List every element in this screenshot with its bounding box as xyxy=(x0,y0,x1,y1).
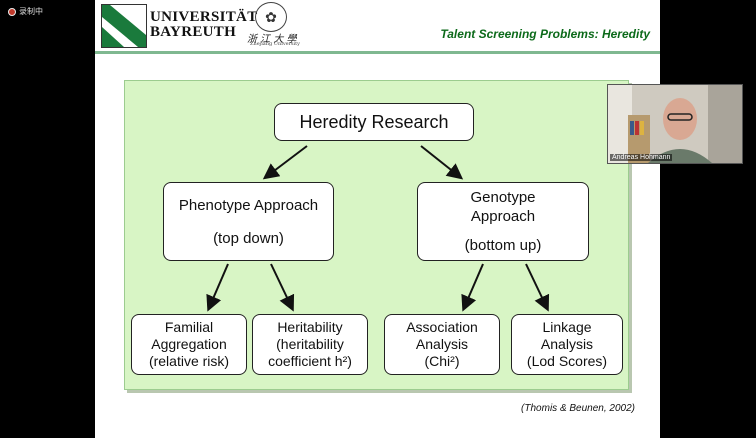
node-genotype-approach: Genotype Approach (bottom up) xyxy=(417,182,589,261)
node-heredity-research-label: Heredity Research xyxy=(299,112,449,132)
leaf-line3: (Chi²) xyxy=(424,353,460,369)
participant-name: Andreas Hohmann xyxy=(610,154,673,161)
leaf-line1: Linkage xyxy=(542,319,592,335)
leaf-line2: Aggregation xyxy=(151,336,227,352)
genotype-line3: (bottom up) xyxy=(464,237,542,254)
leaf-line2: Analysis xyxy=(540,336,594,352)
arrow-genotype-to-association xyxy=(461,263,484,312)
zhejiang-seal-icon: ✿ xyxy=(255,2,287,32)
partner-name-en: Zhejiang University xyxy=(250,41,300,47)
leaf-line3: coefficient h²) xyxy=(268,353,352,369)
arrow-root-to-phenotype xyxy=(262,145,308,180)
node-heredity-research: Heredity Research xyxy=(274,103,474,141)
partner-name-cn: 浙 江 大 學 xyxy=(247,34,297,45)
leaf-line2: (heritability xyxy=(276,336,344,352)
phenotype-line1: Phenotype Approach xyxy=(178,196,319,214)
node-heritability: Heritability (heritability coefficient h… xyxy=(252,314,368,375)
bayreuth-logo-icon xyxy=(102,5,146,47)
arrow-genotype-to-linkage xyxy=(525,263,550,312)
leaf-line3: (Lod Scores) xyxy=(526,353,608,369)
node-familial-aggregation: Familial Aggregation (relative risk) xyxy=(131,314,247,375)
genotype-line2: Approach xyxy=(470,208,536,225)
node-phenotype-approach: Phenotype Approach (top down) xyxy=(163,182,334,261)
participant-video-feed xyxy=(608,85,742,163)
leaf-line3: (relative risk) xyxy=(148,353,230,369)
slide-title: Talent Screening Problems: Heredity xyxy=(440,27,650,41)
leaf-line2: Analysis xyxy=(415,336,469,352)
title-divider xyxy=(95,51,660,54)
arrow-phenotype-to-heritability xyxy=(270,263,295,312)
leaf-line1: Familial xyxy=(164,319,214,335)
genotype-line1: Genotype xyxy=(470,189,536,206)
citation: (Thomis & Beunen, 2002) xyxy=(521,403,635,414)
recording-indicator: 录制中 xyxy=(8,6,43,17)
participant-video-tile[interactable]: Andreas Hohmann xyxy=(607,84,743,164)
node-linkage-analysis: Linkage Analysis (Lod Scores) xyxy=(511,314,623,375)
university-name-line1: UNIVERSITÄT xyxy=(150,9,258,25)
university-name-line2: BAYREUTH xyxy=(150,24,237,40)
arrow-phenotype-to-familial xyxy=(206,263,229,312)
record-icon xyxy=(8,7,16,16)
leaf-line1: Heritability xyxy=(277,319,343,335)
recording-label: 录制中 xyxy=(19,7,43,16)
leaf-line1: Association xyxy=(406,319,478,335)
arrow-root-to-genotype xyxy=(420,145,464,180)
university-logo xyxy=(101,4,147,48)
university-name: UNIVERSITÄT BAYREUTH xyxy=(150,10,258,40)
presentation-slide: UNIVERSITÄT BAYREUTH ✿ 浙 江 大 學 Zhejiang … xyxy=(95,0,660,438)
phenotype-line2: (top down) xyxy=(213,229,284,247)
diagram-panel: Heredity Research Phenotype Approach (to… xyxy=(124,80,629,390)
diagram-arrows xyxy=(206,145,550,312)
node-association-analysis: Association Analysis (Chi²) xyxy=(384,314,500,375)
